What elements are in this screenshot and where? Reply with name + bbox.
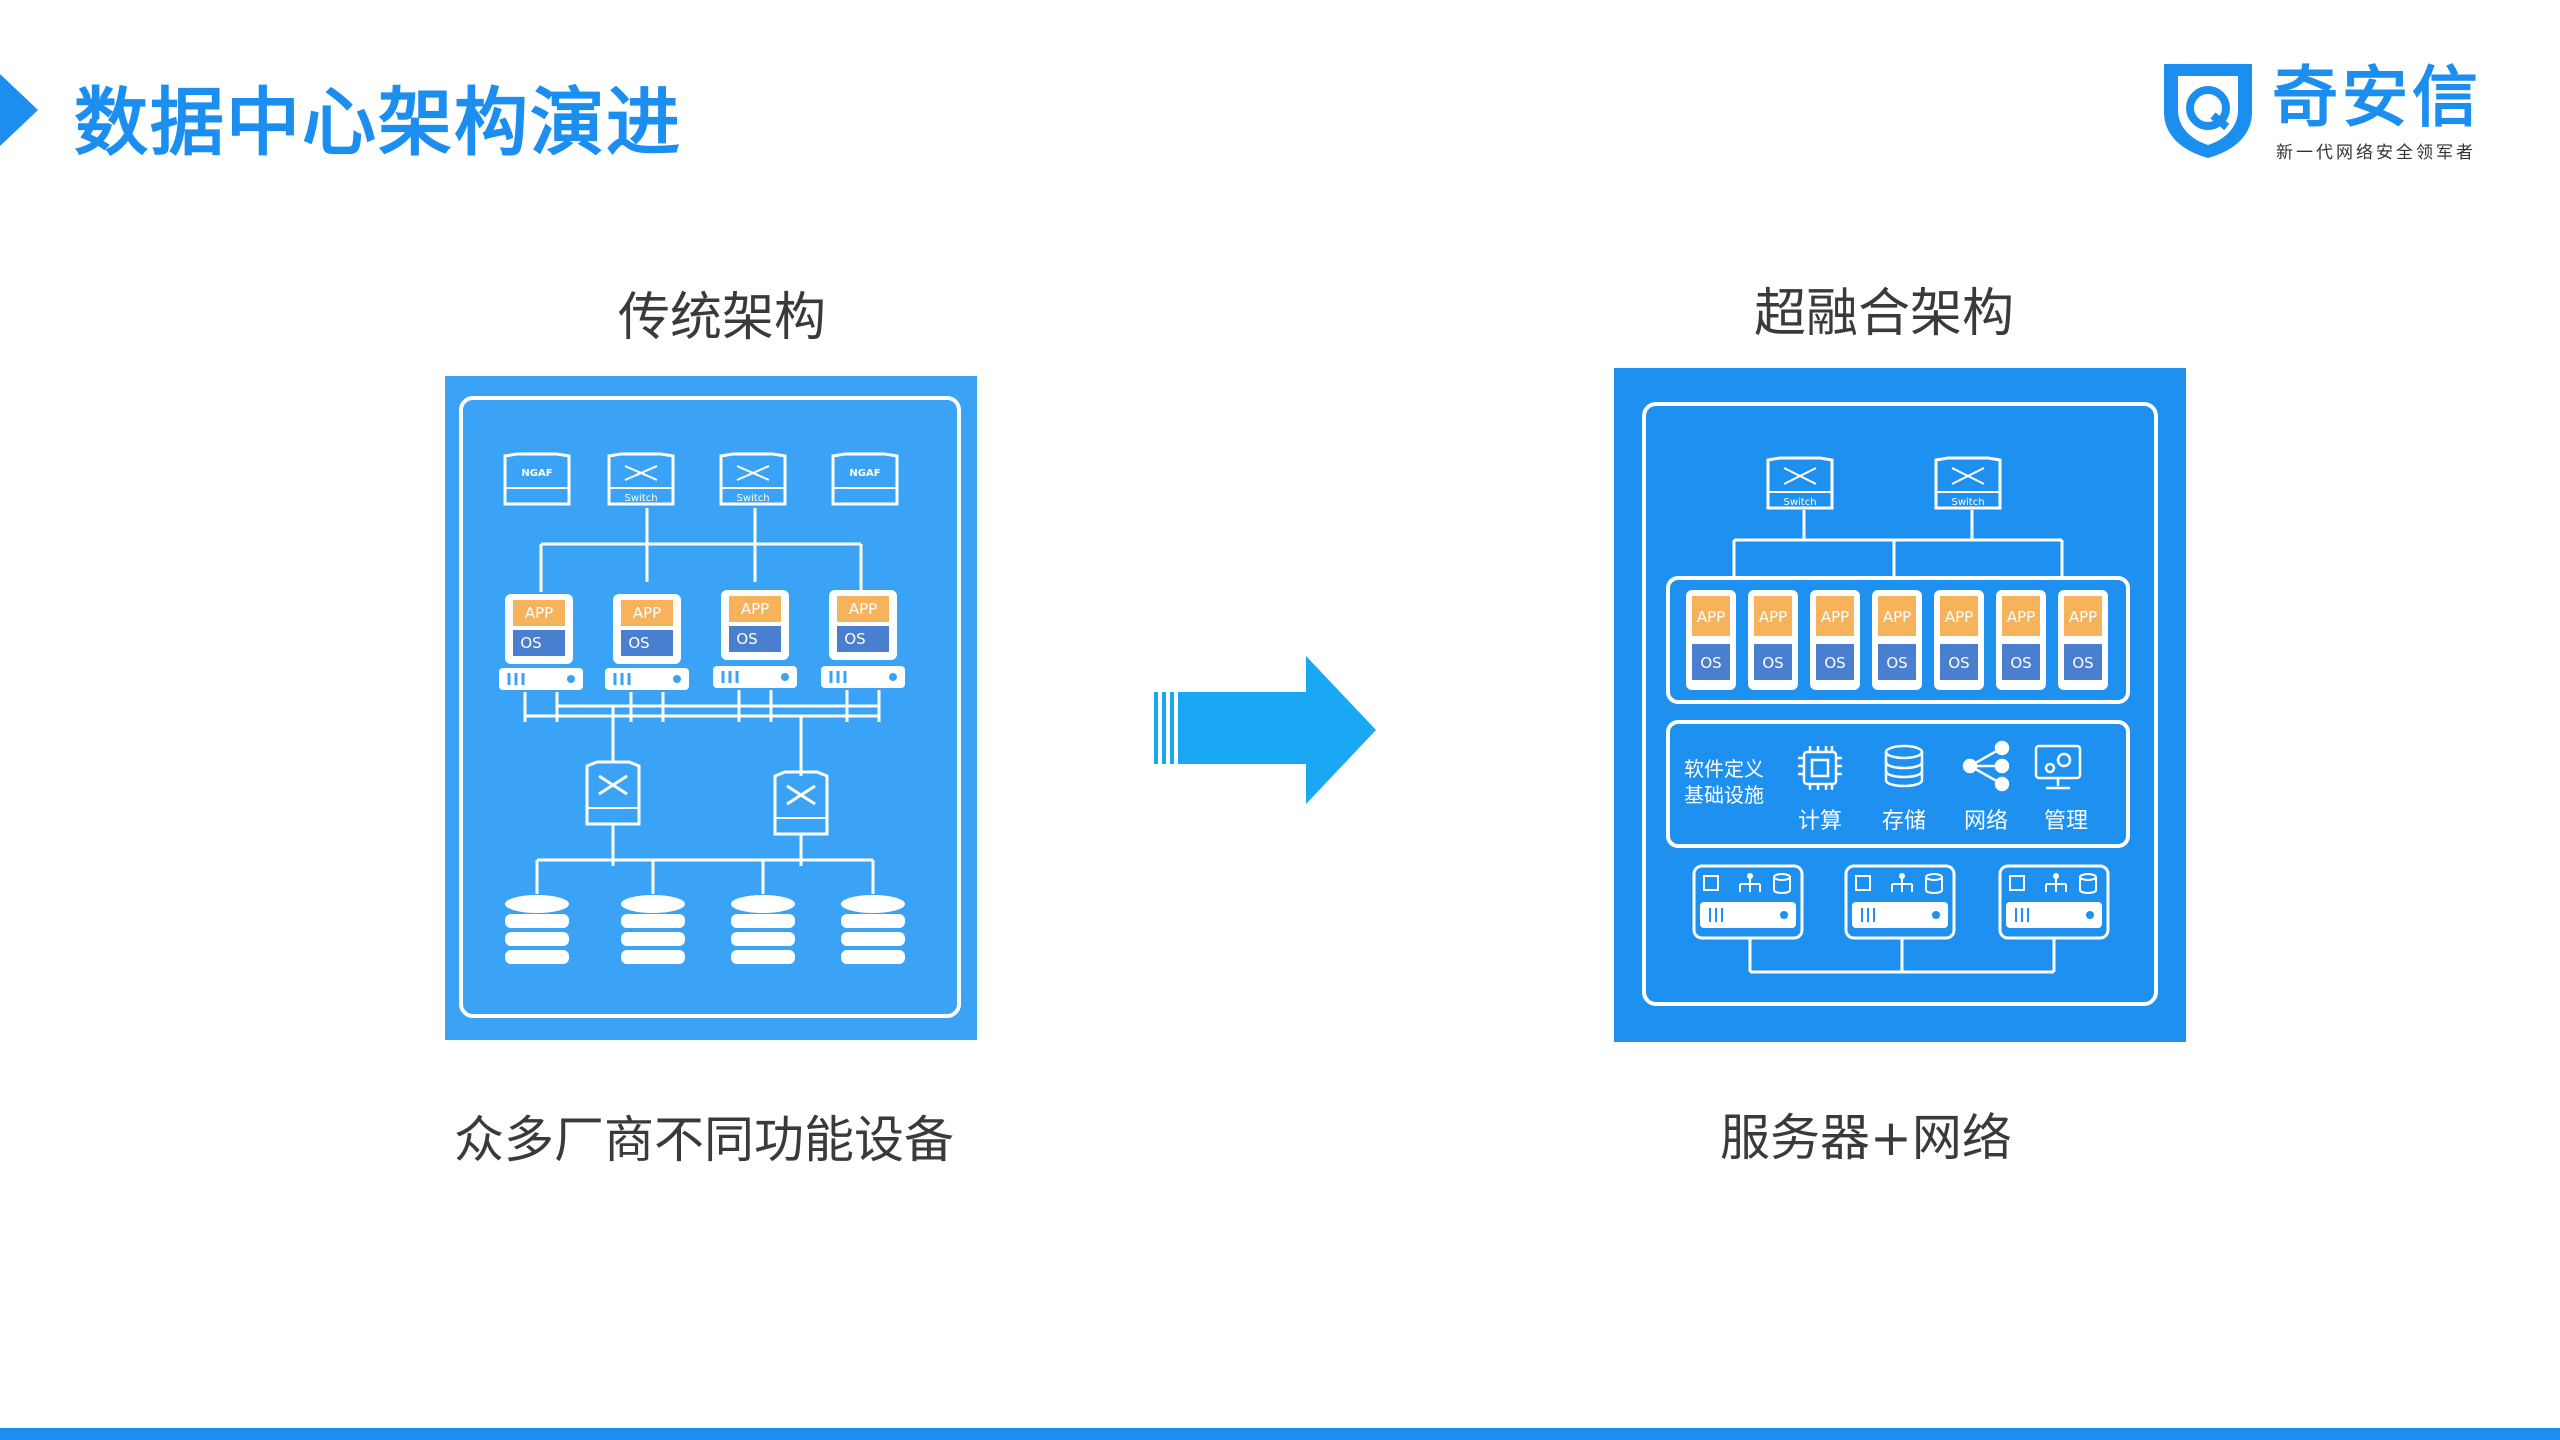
storage-1 bbox=[505, 895, 569, 964]
node-wiring bbox=[1748, 938, 2056, 974]
app-label: APP bbox=[849, 600, 877, 618]
sdi-item-compute: 计算 bbox=[1798, 809, 1842, 834]
app-label: APP bbox=[741, 600, 769, 618]
storage-database-icon bbox=[1884, 744, 1924, 788]
switch-device-1: Switch bbox=[1766, 456, 1834, 510]
ngaf-device-2: NGAF bbox=[831, 452, 899, 506]
bottom-bar bbox=[0, 1428, 2560, 1440]
core-switch-2 bbox=[773, 770, 829, 836]
hyperconverged-architecture-title: 超融合架构 bbox=[1754, 284, 2015, 344]
os-label: OS bbox=[2072, 654, 2093, 672]
vm-5: APP OS bbox=[1934, 590, 1984, 690]
sdi-item-storage: 存储 bbox=[1882, 809, 1926, 834]
sdi-item-network: 网络 bbox=[1964, 809, 2008, 834]
vm-container bbox=[1666, 576, 2130, 704]
os-label: OS bbox=[1700, 654, 1721, 672]
os-label: OS bbox=[2010, 654, 2031, 672]
sdi-label-line2: 基础设施 bbox=[1684, 783, 1764, 807]
logo-name: 奇安信 bbox=[2272, 59, 2482, 136]
os-label: OS bbox=[736, 630, 757, 648]
traditional-architecture-diagram: NGAF Switch Switch NGAF APP OS bbox=[445, 376, 977, 1040]
app-label: APP bbox=[2007, 608, 2035, 626]
app-label: APP bbox=[1945, 608, 1973, 626]
switch-device-2: Switch bbox=[719, 452, 787, 506]
vm-1: APP OS bbox=[1686, 590, 1736, 690]
switch-label: Switch bbox=[1951, 497, 1984, 508]
app-os-server-1: APP OS bbox=[499, 594, 583, 690]
management-monitor-icon bbox=[2034, 744, 2082, 790]
vm-group: APP OS APP OS APP OS APP OS APP OS APP OS APP OS bbox=[1686, 590, 2108, 690]
os-label: OS bbox=[1948, 654, 1969, 672]
switch-device-1: Switch bbox=[607, 452, 675, 506]
app-label: APP bbox=[2069, 608, 2097, 626]
os-label: OS bbox=[844, 630, 865, 648]
app-os-server-3: APP OS bbox=[713, 590, 797, 688]
storage-4 bbox=[841, 895, 905, 964]
os-label: OS bbox=[520, 634, 541, 652]
evolution-arrow-icon bbox=[1154, 656, 1376, 804]
vm-2: APP OS bbox=[1748, 590, 1798, 690]
os-label: OS bbox=[628, 634, 649, 652]
app-label: APP bbox=[1821, 608, 1849, 626]
os-label: OS bbox=[1824, 654, 1845, 672]
storage-2 bbox=[621, 895, 685, 964]
app-os-server-4: APP OS bbox=[821, 590, 905, 688]
app-label: APP bbox=[1759, 608, 1787, 626]
page-title: 数据中心架构演进 bbox=[74, 80, 682, 166]
switch-label: Switch bbox=[1783, 497, 1816, 508]
storage-wiring bbox=[535, 824, 875, 894]
traditional-architecture-caption: 众多厂商不同功能设备 bbox=[454, 1111, 954, 1169]
vm-6: APP OS bbox=[1996, 590, 2046, 690]
switch-label: Switch bbox=[624, 493, 657, 504]
logo: 奇安信 新一代网络安全领军者 bbox=[2160, 58, 2490, 168]
os-label: OS bbox=[1762, 654, 1783, 672]
app-os-server-2: APP OS bbox=[605, 594, 689, 690]
app-label: APP bbox=[1697, 608, 1725, 626]
app-label: APP bbox=[633, 604, 661, 622]
ngaf-label: NGAF bbox=[849, 468, 880, 479]
storage-3 bbox=[731, 895, 795, 964]
hci-node-2 bbox=[1844, 864, 1956, 940]
vm-4: APP OS bbox=[1872, 590, 1922, 690]
shield-logo-icon bbox=[2164, 64, 2252, 158]
app-label: APP bbox=[1883, 608, 1911, 626]
middle-wiring bbox=[523, 690, 881, 776]
core-switch-1 bbox=[585, 760, 641, 826]
vm-3: APP OS bbox=[1810, 590, 1860, 690]
top-wiring bbox=[539, 508, 863, 592]
hyperconverged-architecture-caption: 服务器+网络 bbox=[1720, 1109, 2012, 1167]
switch-device-2: Switch bbox=[1934, 456, 2002, 510]
traditional-architecture-title: 传统架构 bbox=[618, 288, 827, 348]
ngaf-device-1: NGAF bbox=[503, 452, 571, 506]
sdi-label-line1: 软件定义 bbox=[1684, 757, 1764, 781]
title-marker bbox=[0, 74, 38, 146]
switch-wiring bbox=[1732, 510, 2064, 576]
compute-cpu-icon bbox=[1798, 746, 1842, 790]
network-share-icon bbox=[1962, 740, 2010, 792]
hci-node-1 bbox=[1692, 864, 1804, 940]
os-label: OS bbox=[1886, 654, 1907, 672]
hyperconverged-architecture-diagram: Switch Switch APPOSAPPOSAPPOSAPPOSAPPOSA… bbox=[1614, 368, 2186, 1042]
app-label: APP bbox=[525, 604, 553, 622]
vm-7: APP OS bbox=[2058, 590, 2108, 690]
ngaf-label: NGAF bbox=[521, 468, 552, 479]
sdi-item-management: 管理 bbox=[2044, 809, 2088, 834]
switch-label: Switch bbox=[736, 493, 769, 504]
logo-slogan: 新一代网络安全领军者 bbox=[2276, 143, 2476, 163]
sdi-box: 软件定义 基础设施 计算 存储 网络 管理 bbox=[1666, 720, 2130, 848]
